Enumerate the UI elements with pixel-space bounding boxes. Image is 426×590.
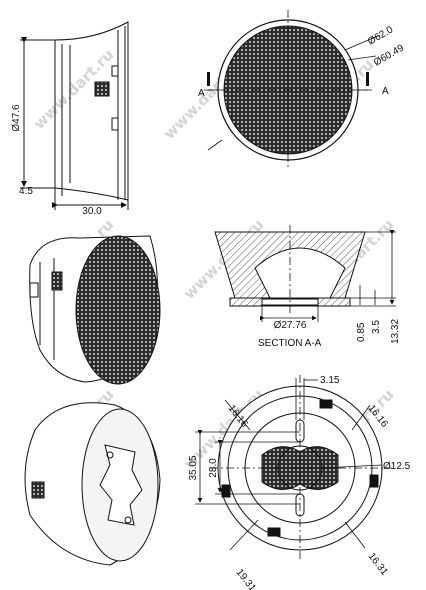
section-mark-left: A <box>198 88 205 99</box>
dim-height-outer: 35.05 <box>188 455 199 480</box>
dim-flange: 4.5 <box>19 186 33 197</box>
iso-view-bottom <box>24 402 161 566</box>
dim-inner-diameter: Ø60.49 <box>372 42 406 68</box>
dim-bottom-diameter: Ø27.76 <box>274 320 307 331</box>
iso-view-top <box>29 235 161 385</box>
dim-a: 0.85 <box>356 322 367 342</box>
dim-outer-diameter: Ø62.0 <box>366 24 395 47</box>
front-view <box>204 10 381 170</box>
dim-height-inner: 28.0 <box>208 458 219 478</box>
dim-bottom-right: 16.31 <box>366 551 390 578</box>
section-view <box>214 225 396 322</box>
bottom-view <box>195 375 392 560</box>
dim-b: 3.5 <box>371 320 382 334</box>
dim-length: 30.0 <box>82 206 102 217</box>
dim-slot-width: 3.15 <box>320 375 340 386</box>
dim-c: 13.32 <box>390 319 401 344</box>
section-mark-right: A <box>382 86 389 97</box>
side-view <box>20 21 129 210</box>
section-caption: SECTION A-A <box>258 338 322 349</box>
dim-bottom-left: 19.31 <box>234 567 258 590</box>
dim-height: Ø47.6 <box>11 104 22 132</box>
dim-hole-diameter: Ø12.5 <box>383 461 411 472</box>
